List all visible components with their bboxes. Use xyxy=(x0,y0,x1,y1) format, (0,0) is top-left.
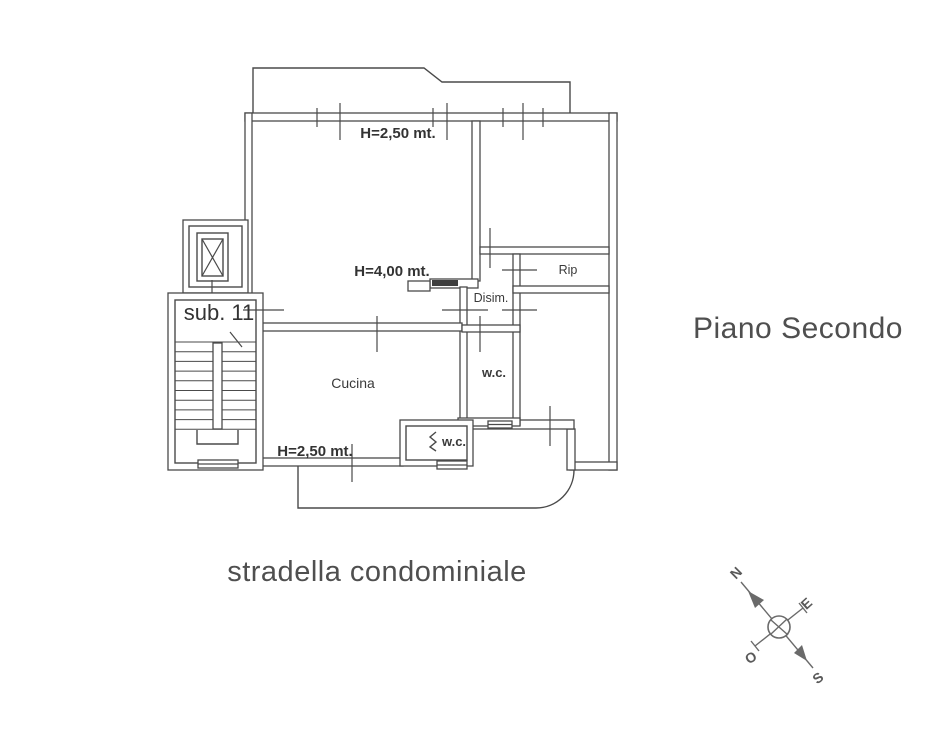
room-label-hallway: Disim. xyxy=(474,291,509,305)
window-marks xyxy=(197,420,513,470)
compass-rose: N E O S xyxy=(727,563,827,687)
staircase xyxy=(167,292,264,471)
compass-south-arrow xyxy=(794,645,807,661)
top-balcony xyxy=(252,67,571,113)
compass-n: N xyxy=(727,563,745,581)
unit-label: sub. 11 xyxy=(184,300,255,325)
street-label: stradella condominiale xyxy=(227,556,527,588)
room-label-wc-upper: w.c. xyxy=(481,365,506,380)
door-swing-mark xyxy=(229,331,243,348)
door-threshold xyxy=(407,280,458,292)
page-title: Piano Secondo xyxy=(693,312,903,345)
interior-walls xyxy=(251,120,610,427)
room-label-wc-lower: w.c. xyxy=(441,434,466,449)
height-annotation-middle: H=4,00 mt. xyxy=(354,263,429,280)
room-label-storage: Rip xyxy=(559,263,578,277)
height-annotation-bottom: H=2,50 mt. xyxy=(277,443,352,460)
dimension-ticks xyxy=(243,103,551,482)
compass-s: S xyxy=(809,669,826,687)
elevator xyxy=(182,219,249,302)
room-label-kitchen: Cucina xyxy=(331,375,375,391)
compass-o: O xyxy=(742,648,760,667)
bottom-terrace xyxy=(297,466,575,509)
height-annotation-top: H=2,50 mt. xyxy=(360,125,435,142)
squiggle-mark xyxy=(428,431,438,452)
compass-north-arrow xyxy=(748,591,764,608)
